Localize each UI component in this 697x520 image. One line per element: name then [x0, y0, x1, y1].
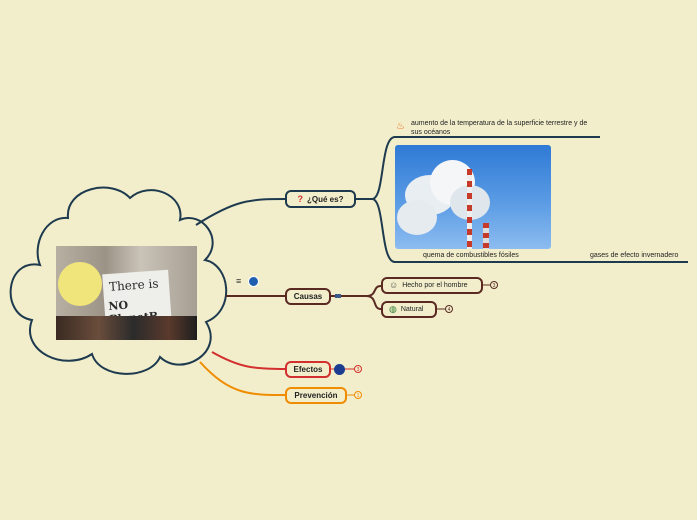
- que-es-temperatura[interactable]: aumento de la temperatura de la superfic…: [411, 120, 588, 136]
- que-es-quema[interactable]: quema de combustibles fósiles: [423, 252, 519, 259]
- branch-causas-label: Causas: [293, 292, 323, 301]
- smokestack: [467, 169, 472, 249]
- notes-icon[interactable]: ≡: [236, 276, 242, 286]
- yellow-balloon: [58, 262, 102, 306]
- person-icon: ☺: [389, 280, 399, 290]
- central-topic-image[interactable]: There is NO PlanetB: [56, 246, 197, 340]
- smokestack: [483, 223, 489, 249]
- noaa-logo-icon[interactable]: [248, 276, 259, 287]
- causas-natural-count[interactable]: 4: [445, 305, 453, 313]
- causas-hombre-label: Hecho por el hombre: [402, 282, 468, 289]
- branch-efectos-label: Efectos: [293, 365, 323, 374]
- globe-icon: ◍: [389, 304, 397, 314]
- fire-icon: ♨: [396, 121, 405, 132]
- crowd-heads: [56, 316, 197, 340]
- connector-que-es: [195, 198, 286, 226]
- notes-icon[interactable]: [335, 294, 341, 298]
- prevencion-count[interactable]: 1: [354, 391, 362, 399]
- smokestacks-image[interactable]: [395, 145, 551, 249]
- branch-causas[interactable]: Causas: [285, 288, 331, 305]
- causas-natural-label: Natural: [400, 306, 424, 313]
- branch-efectos[interactable]: Efectos: [285, 361, 331, 378]
- causas-hecho-por-el-hombre[interactable]: ☺ Hecho por el hombre: [381, 277, 483, 294]
- connector-que-es-children: [356, 136, 688, 263]
- causas-natural[interactable]: ◍ Natural: [381, 301, 437, 318]
- branch-prevencion[interactable]: Prevención: [285, 387, 347, 404]
- nasa-logo-icon[interactable]: [334, 364, 345, 375]
- efectos-count[interactable]: 3: [354, 365, 362, 373]
- que-es-gases[interactable]: gases de efecto invernadero: [590, 252, 679, 259]
- branch-prevencion-label: Prevención: [294, 391, 338, 400]
- connector-efectos: [211, 351, 286, 370]
- branch-que-es[interactable]: ? ¿Qué es?: [285, 190, 356, 208]
- connector-prevencion: [199, 361, 286, 396]
- branch-que-es-label: ¿Qué es?: [307, 194, 344, 204]
- question-mark-icon: ?: [297, 193, 304, 204]
- causas-hombre-count[interactable]: 3: [490, 281, 498, 289]
